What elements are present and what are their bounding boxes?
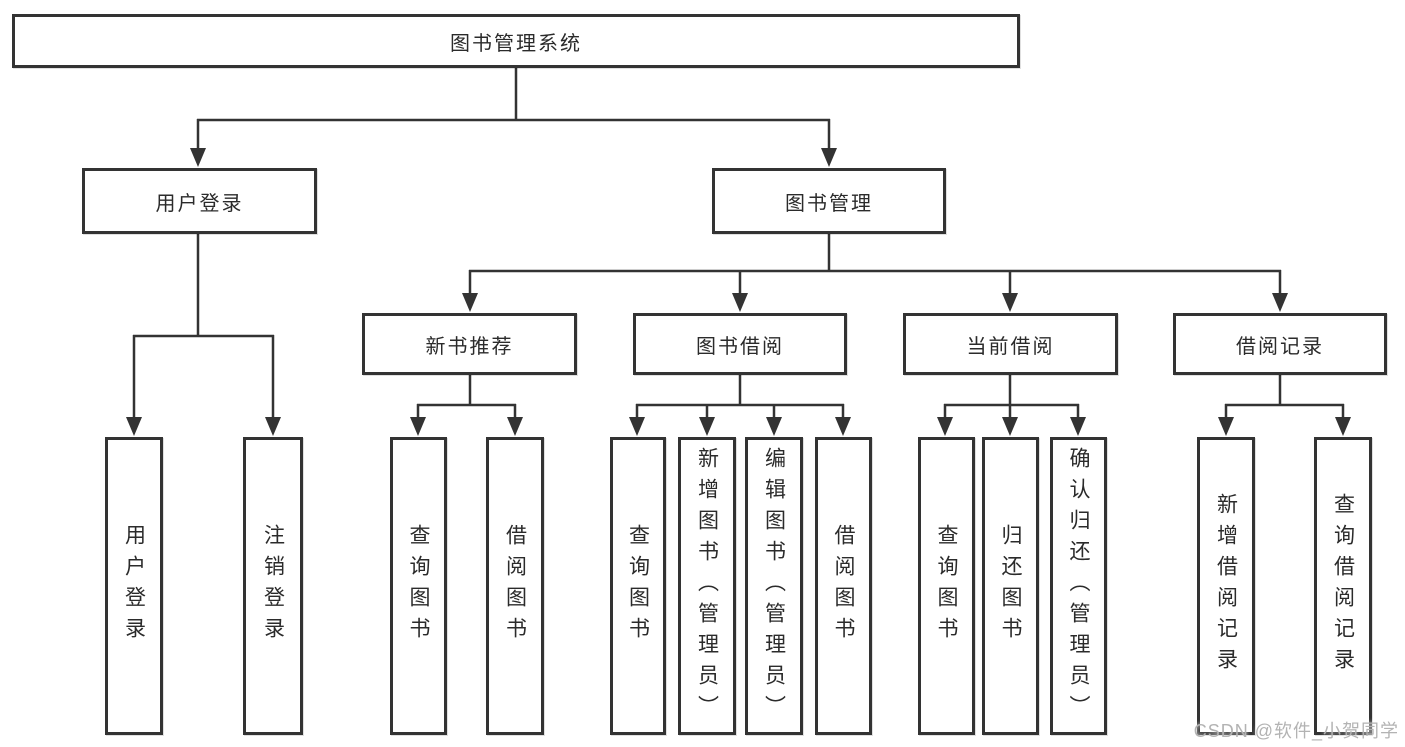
leaf-label: 编辑图书（管理员） <box>762 446 786 726</box>
leaf-label: 借阅图书 <box>503 524 527 648</box>
leaf-label: 新增图书（管理员） <box>695 446 719 726</box>
leaf-label: 查询图书 <box>935 524 958 648</box>
leaf-label: 确认归还（管理员） <box>1067 446 1090 726</box>
leaf-label: 用户登录 <box>122 524 146 648</box>
leaf-label: 注销登录 <box>261 524 285 648</box>
leaf-label: 归还图书 <box>999 524 1022 648</box>
node-user-login-branch: 用户登录 <box>82 168 317 234</box>
leaf-return-books: 归还图书 <box>982 437 1039 735</box>
node-new-book-recommend: 新书推荐 <box>362 313 577 375</box>
leaf-add-borrow-record: 新增借阅记录 <box>1197 437 1255 735</box>
leaf-label: 新增借阅记录 <box>1214 493 1238 679</box>
leaf-edit-books-admin: 编辑图书（管理员） <box>745 437 803 735</box>
leaf-confirm-return-admin: 确认归还（管理员） <box>1050 437 1107 735</box>
leaf-borrow-books: 借阅图书 <box>815 437 872 735</box>
leaf-logout: 注销登录 <box>243 437 303 735</box>
leaf-borrow-books-recommend: 借阅图书 <box>486 437 544 735</box>
node-root: 图书管理系统 <box>12 14 1020 68</box>
leaf-user-login: 用户登录 <box>105 437 163 735</box>
leaf-query-books-recommend: 查询图书 <box>390 437 447 735</box>
node-book-borrow: 图书借阅 <box>633 313 847 375</box>
node-book-management: 图书管理 <box>712 168 946 234</box>
leaf-label: 借阅图书 <box>832 524 855 648</box>
leaf-label: 查询借阅记录 <box>1331 493 1355 679</box>
leaf-label: 查询图书 <box>407 524 430 648</box>
watermark: CSDN @软件_小贺同学 <box>1193 721 1399 741</box>
leaf-query-books-borrow: 查询图书 <box>610 437 666 735</box>
leaf-query-borrow-record: 查询借阅记录 <box>1314 437 1372 735</box>
node-current-borrow: 当前借阅 <box>903 313 1118 375</box>
leaf-add-books-admin: 新增图书（管理员） <box>678 437 736 735</box>
leaf-query-books-current: 查询图书 <box>918 437 975 735</box>
node-borrow-records: 借阅记录 <box>1173 313 1387 375</box>
leaf-label: 查询图书 <box>626 524 650 648</box>
